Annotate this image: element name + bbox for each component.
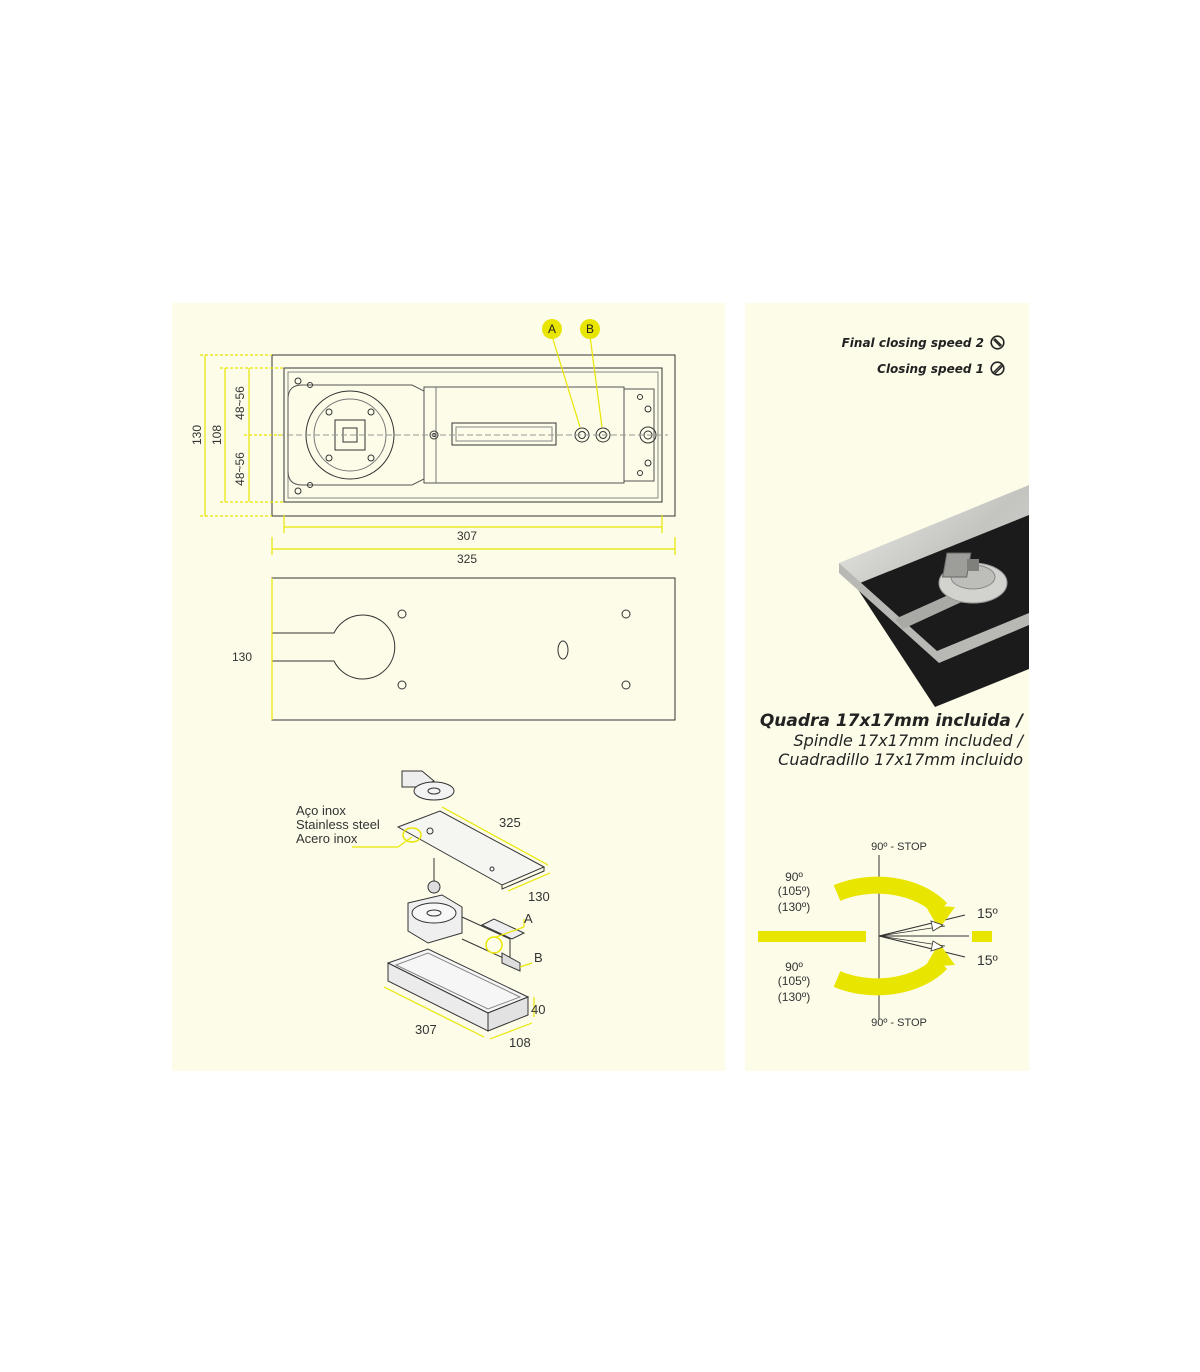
spindle-pt: Quadra 17x17mm incluida / xyxy=(759,711,1023,731)
label-a: A xyxy=(524,911,533,926)
callout-a: A xyxy=(548,322,556,336)
cover-length-label: 325 xyxy=(499,815,521,830)
spindle-caption: Quadra 17x17mm incluida / Spindle 17x17m… xyxy=(760,711,1023,769)
final-closing-speed-text: Final closing speed 2 xyxy=(841,335,984,350)
material-en: Stainless steel xyxy=(296,817,380,832)
technical-drawing-panel: A B 130 1 xyxy=(172,303,725,1071)
closing-speed-text: Closing speed 1 xyxy=(877,361,984,376)
dim-width-label: 325 xyxy=(457,552,477,566)
upper-opt2-label: (130º) xyxy=(778,900,810,914)
technical-drawing-svg: A B 130 1 xyxy=(190,319,676,1050)
top-view-dimension-labels: 130 108 48~56 48~56 307 325 xyxy=(190,386,477,566)
cover-plate-view xyxy=(271,577,676,721)
lower-opt1-label: (105º) xyxy=(778,974,810,988)
lower-opt2-label: (130º) xyxy=(778,990,810,1004)
door-leaf-right xyxy=(972,931,992,942)
material-es: Acero inox xyxy=(296,831,358,846)
box-width-label: 108 xyxy=(509,1035,531,1050)
callout-b-badge xyxy=(580,319,600,339)
spindle-arm xyxy=(413,781,455,801)
exploded-view xyxy=(352,770,551,1040)
spec-panel: Final closing speed 2 Closing speed 1 xyxy=(745,303,1029,1071)
dim-inner-height-label: 108 xyxy=(210,425,224,445)
lower-latch-label: 15º xyxy=(977,952,998,968)
exploded-view-labels: Aço inox Stainless steel Acero inox 325 … xyxy=(296,803,550,1050)
dim-height-label: 130 xyxy=(190,425,204,445)
dim-lower-label: 48~56 xyxy=(233,452,247,486)
top-view-dimensions xyxy=(200,354,676,555)
lower-angle-label: 90º xyxy=(785,960,803,974)
dim-inner-width-label: 307 xyxy=(457,529,477,543)
upper-angle-label: 90º xyxy=(785,870,803,884)
cover-plate-outline xyxy=(271,577,676,721)
top-stop-label: 90º - STOP xyxy=(871,841,927,853)
bottom-stop-label: 90º - STOP xyxy=(871,1017,927,1029)
upper-latch-label: 15º xyxy=(977,905,998,921)
mechanism-head xyxy=(287,384,425,486)
spindle-en: Spindle 17x17mm included / xyxy=(793,731,1023,750)
upper-opt1-label: (105º) xyxy=(778,884,810,898)
upper-swing-arc xyxy=(833,876,948,916)
dim-upper-label: 48~56 xyxy=(233,386,247,420)
closing-speed: Closing speed 1 xyxy=(877,361,1005,376)
screw-icon xyxy=(990,361,1005,376)
final-closing-speed: Final closing speed 2 xyxy=(842,335,1005,350)
opening-angle-diagram: 90º - STOP 90º - STOP 90º (105º) (130º) … xyxy=(758,841,998,1029)
box-length-label: 307 xyxy=(415,1022,437,1037)
lower-swing-arc xyxy=(833,956,948,996)
spindle-es: Cuadradillo 17x17mm incluido xyxy=(778,750,1023,769)
callout-b: B xyxy=(586,322,594,336)
material-pt: Aço inox xyxy=(296,803,346,818)
cover-adjust-hole xyxy=(557,640,569,660)
piston-slot xyxy=(451,422,557,446)
screw-icon xyxy=(990,335,1005,350)
door-leaf-left xyxy=(758,931,866,942)
valve-callouts: A B xyxy=(542,319,603,428)
top-view xyxy=(271,354,676,517)
label-b: B xyxy=(534,950,543,965)
product-photo xyxy=(839,485,1029,707)
exploded-cover-plate xyxy=(396,810,546,886)
callout-a-badge xyxy=(542,319,562,339)
screw-hole xyxy=(429,430,439,440)
cover-height-label: 130 xyxy=(232,650,252,664)
cover-width-label: 130 xyxy=(528,889,550,904)
box-height-label: 40 xyxy=(531,1002,545,1017)
